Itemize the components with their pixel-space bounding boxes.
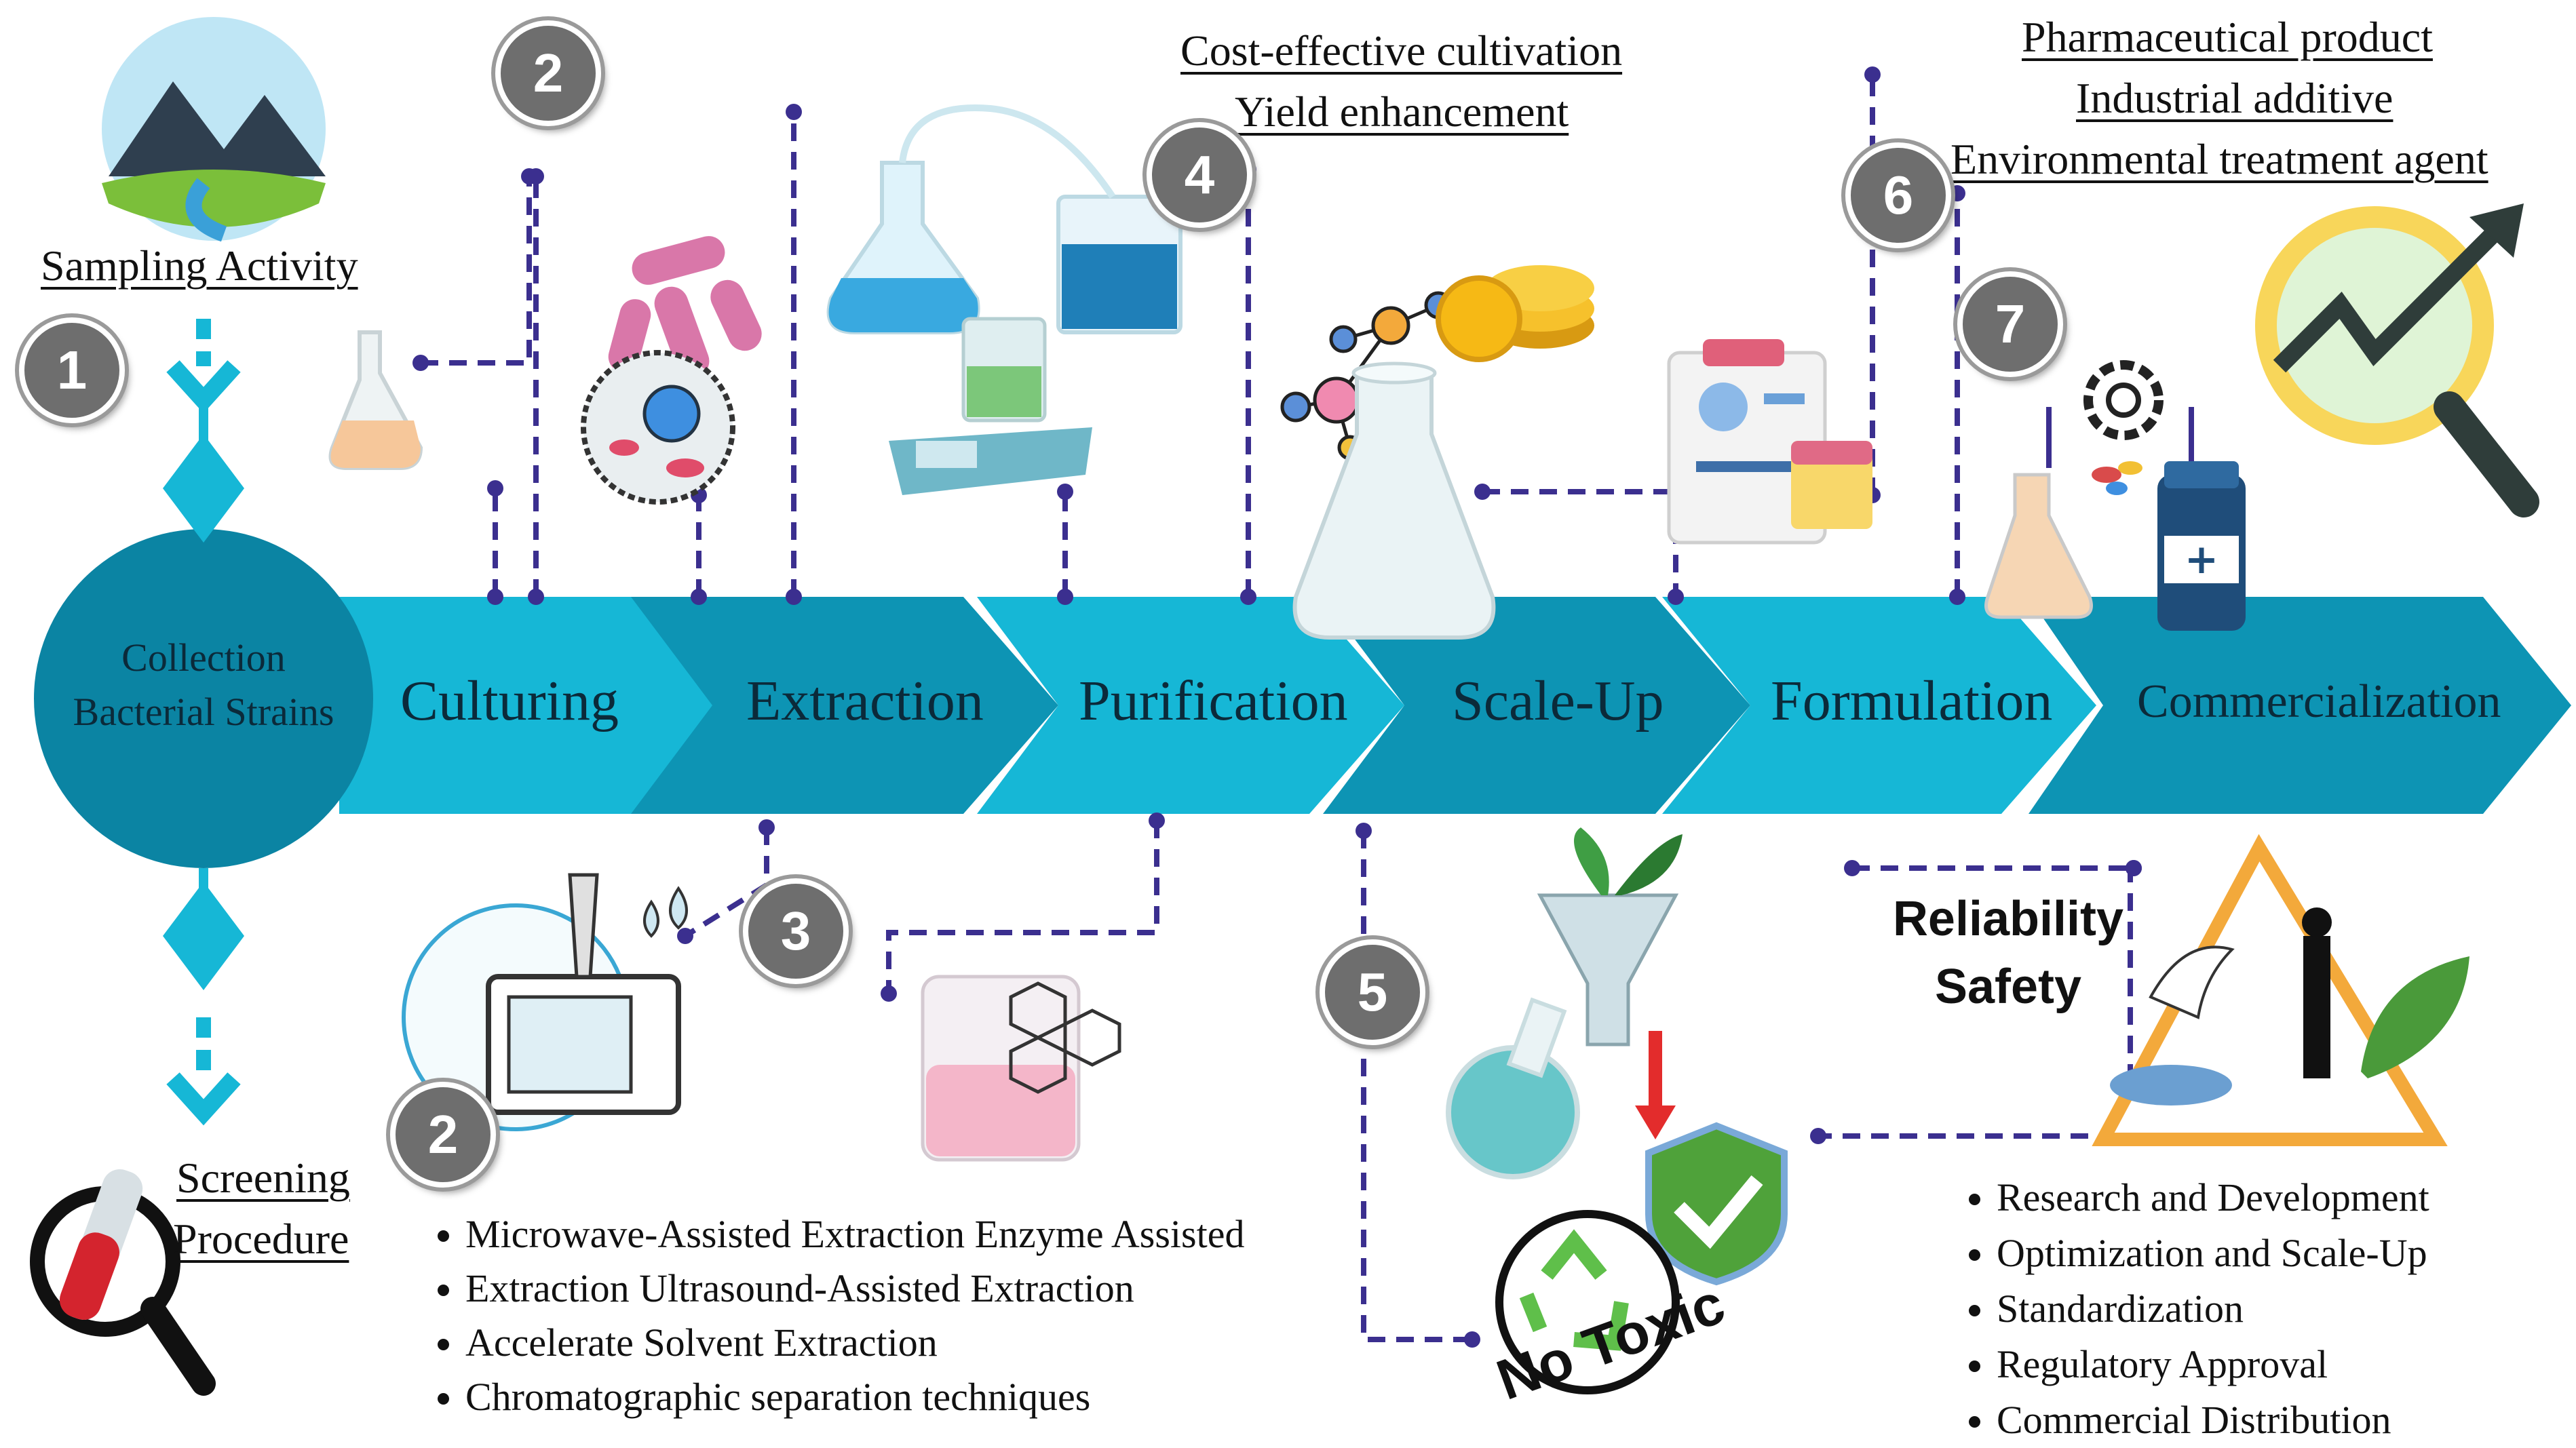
- screening-label-2: Procedure: [173, 1215, 349, 1263]
- stage-commercialization: Commercialization: [2137, 676, 2501, 728]
- erlenmeyer-flask-icon: [1292, 361, 1496, 640]
- blood-tube-magnifier-icon: [30, 1169, 216, 1396]
- step-badge-4: 4: [1147, 122, 1252, 228]
- collection-line1: Collection: [121, 635, 286, 680]
- recycle-icon: [1495, 1210, 1680, 1394]
- commercial-steps-list: Research and Development Optimization an…: [1964, 1170, 2429, 1448]
- clipboard-icon: [1667, 339, 1872, 545]
- scaleup-note-2: Yield enhancement: [1235, 87, 1569, 136]
- collection-line2: Bacterial Strains: [73, 690, 334, 734]
- collection-label: Collection Bacterial Strains: [41, 631, 366, 739]
- stage-purification: Purification: [1079, 669, 1348, 732]
- stage-scale-up: Scale-Up: [1452, 669, 1664, 732]
- step-badge-7: 7: [1957, 271, 2063, 377]
- list-item: Research and Development: [1997, 1170, 2429, 1226]
- stage-formulation: Formulation: [1771, 669, 2053, 732]
- gear-icon: [2046, 360, 2194, 475]
- stage-chevrons: [339, 597, 2571, 814]
- safety-label: Safety: [1934, 960, 2082, 1014]
- step-badge-1: 1: [19, 317, 125, 423]
- hazard-triangle-icon: [2092, 834, 2469, 1146]
- list-item: Optimization and Scale-Up: [1997, 1226, 2429, 1281]
- shield-check-icon: [1645, 1122, 1788, 1286]
- coins-icon: [1436, 265, 1594, 362]
- chevron-scaleup: [1323, 597, 1750, 814]
- chevron-extraction: [631, 597, 1058, 814]
- microwave-extraction-icon: [402, 873, 688, 1131]
- step-badge-2-bottom: 2: [390, 1082, 496, 1188]
- list-item: Regulatory Approval: [1997, 1337, 2429, 1392]
- commercial-note-2: Industrial additive: [2076, 74, 2394, 122]
- chevron-culturing: [339, 597, 719, 814]
- balance-icon: [889, 317, 1092, 495]
- step-badge-2-top: 2: [495, 20, 601, 126]
- round-flask-icon: [1446, 997, 1580, 1179]
- chevron-formulation: [1662, 597, 2096, 814]
- landscape-icon: [102, 17, 326, 242]
- beaker-hexagon-icon: [921, 975, 1121, 1162]
- scaleup-note-1: Cost-effective cultivation: [1180, 26, 1623, 75]
- commercial-note-3: Environmental treatment agent: [1950, 135, 2488, 183]
- magnifier-growth-icon: [2255, 203, 2539, 517]
- step-badge-3: 3: [743, 878, 849, 984]
- connector-lines: [412, 66, 2142, 1348]
- collection-flow-arrows: [163, 319, 244, 1126]
- list-item: Accelerate Solvent Extraction: [465, 1316, 1244, 1370]
- pills-icon: [2092, 461, 2142, 495]
- list-item: Microwave-Assisted Extraction Enzyme Ass…: [465, 1207, 1244, 1261]
- step-badge-6: 6: [1845, 142, 1951, 248]
- medicine-bottle-icon: +: [1984, 461, 2246, 631]
- step-badge-5: 5: [1320, 939, 1425, 1045]
- flask-icon: [328, 330, 423, 470]
- reliability-label: Reliability: [1892, 892, 2124, 946]
- funnel-plant-icon: [1537, 827, 1683, 1139]
- extraction-methods-list: Microwave-Assisted Extraction Enzyme Ass…: [433, 1207, 1244, 1424]
- list-item: Chromatographic separation techniques: [465, 1370, 1244, 1424]
- lab-glassware-icon: [826, 104, 1183, 334]
- sampling-activity-label: Sampling Activity: [41, 241, 358, 290]
- list-item: Standardization: [1997, 1281, 2429, 1337]
- stage-extraction: Extraction: [746, 669, 984, 732]
- cell-icon: [581, 350, 735, 505]
- list-item: Extraction Ultrasound-Assisted Extractio…: [465, 1261, 1244, 1316]
- chevron-commercialization: [2029, 597, 2571, 814]
- svg-text:+: +: [2185, 536, 2218, 583]
- commercial-note-1: Pharmaceutical product: [2022, 13, 2433, 61]
- screening-label-1: Screening: [176, 1154, 350, 1202]
- reliability-safety-label: Reliability Safety: [1859, 885, 2157, 1021]
- bacteria-icon: [608, 236, 762, 378]
- stage-culturing: Culturing: [400, 669, 619, 732]
- collection-circle: [34, 529, 373, 868]
- chevron-purification: [977, 597, 1404, 814]
- list-item: Commercial Distribution: [1997, 1392, 2429, 1448]
